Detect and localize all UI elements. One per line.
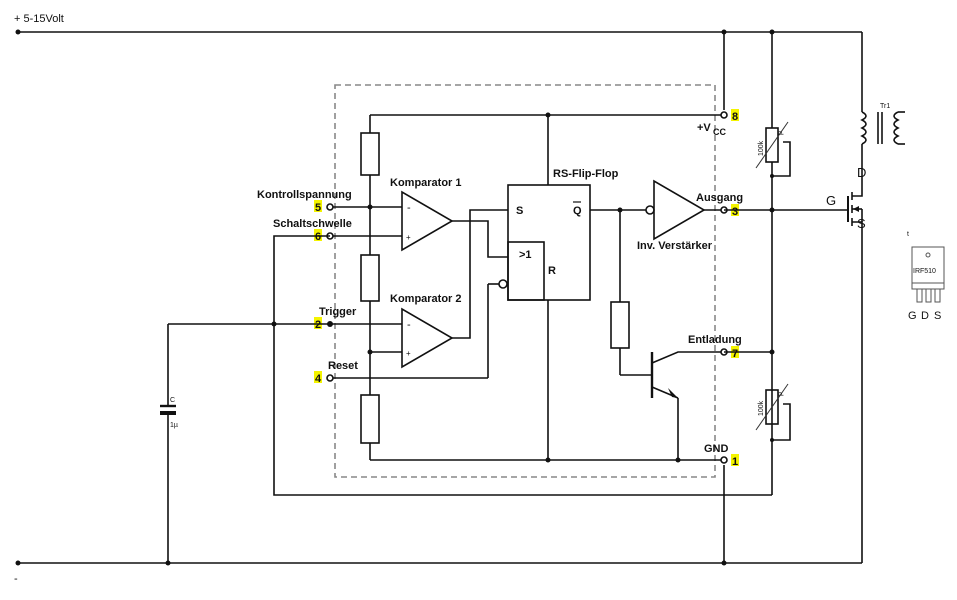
pin-8-name: +V <box>697 122 711 134</box>
pin-7-number: 7 <box>732 348 738 360</box>
pin-4-terminal <box>326 374 334 382</box>
pin-4-number: 4 <box>315 373 322 385</box>
pot-1-tag: p <box>777 131 784 135</box>
divider-resistor-bottom <box>360 394 380 444</box>
pin-2-number: 2 <box>315 319 321 331</box>
pin-6-number: 6 <box>315 231 321 243</box>
output-inverter <box>653 179 706 241</box>
transformer-label: Tr1 <box>880 103 890 110</box>
cap-value: 1µ <box>170 422 178 429</box>
pot-2-value: 100k <box>758 400 765 416</box>
pin-1-number: 1 <box>732 456 738 468</box>
package-pin-s: S <box>934 310 941 322</box>
inverter-label: Inv. Verstärker <box>637 240 713 252</box>
pot-2-tag: p <box>777 392 784 396</box>
comparator-1: - + <box>401 190 454 252</box>
rail-plus-node <box>15 29 21 35</box>
package-part-label: IRF510 <box>913 268 936 275</box>
flipflop-label: RS-Flip-Flop <box>553 168 619 180</box>
package-pin-d: D <box>921 310 929 322</box>
comparator-1-label: Komparator 1 <box>390 177 462 189</box>
svg-text:+: + <box>406 349 411 358</box>
pin-8-subscript: CC <box>713 127 726 137</box>
divider-resistor-top <box>360 132 380 176</box>
rail-minus-node <box>15 560 21 566</box>
ff-r-label: R <box>548 265 556 277</box>
ff-s-label: S <box>516 205 523 217</box>
ff-q-label: Q <box>573 205 582 217</box>
pin-4-name: Reset <box>328 360 358 372</box>
comparator-2-label: Komparator 2 <box>390 293 462 305</box>
pin-5-terminal <box>326 203 334 211</box>
divider-chain <box>360 115 380 460</box>
pin-7-name: Entladung <box>688 334 742 346</box>
ic-boundary <box>334 84 716 478</box>
supply-minus-label: - <box>14 573 18 585</box>
pin-1-terminal <box>720 456 728 464</box>
pin-6-name: Schaltschwelle <box>273 218 352 230</box>
transformer <box>860 111 905 145</box>
inverter-bubble <box>645 205 655 215</box>
comparator-2: - + <box>401 307 454 369</box>
svg-text:+: + <box>406 233 411 242</box>
mosfet-g-label: G <box>826 193 836 208</box>
cap-name: C <box>170 397 175 404</box>
mosfet <box>847 188 863 228</box>
supply-plus-label: + 5-15Volt <box>14 13 64 25</box>
svg-text:-: - <box>407 319 411 331</box>
potentiometer-2 <box>765 389 779 425</box>
pin-3-number: 3 <box>732 206 738 218</box>
pin-8-terminal <box>720 111 728 119</box>
discharge-base-resistor <box>610 301 630 349</box>
reset-inverter-bubble <box>498 279 508 289</box>
package-pin-g: G <box>908 310 917 322</box>
pin-5-number: 5 <box>315 202 321 214</box>
pin-2-name: Trigger <box>319 306 357 318</box>
svg-text:-: - <box>407 202 411 214</box>
divider-resistor-mid <box>360 254 380 302</box>
mosfet-s-label: S <box>857 216 866 231</box>
pin-8-number: 8 <box>732 111 738 123</box>
irf510-package: t IRF510 <box>907 231 945 303</box>
package-tag: t <box>907 231 909 238</box>
pin-1-name: GND <box>704 443 729 455</box>
pot-1-value: 100k <box>758 140 765 156</box>
or-gate <box>507 241 545 301</box>
pin-5-name: Kontrollspannung <box>257 189 352 201</box>
mosfet-d-label: D <box>857 165 866 180</box>
pin-3-name: Ausgang <box>696 192 743 204</box>
or-gate-label: >1 <box>519 249 532 261</box>
